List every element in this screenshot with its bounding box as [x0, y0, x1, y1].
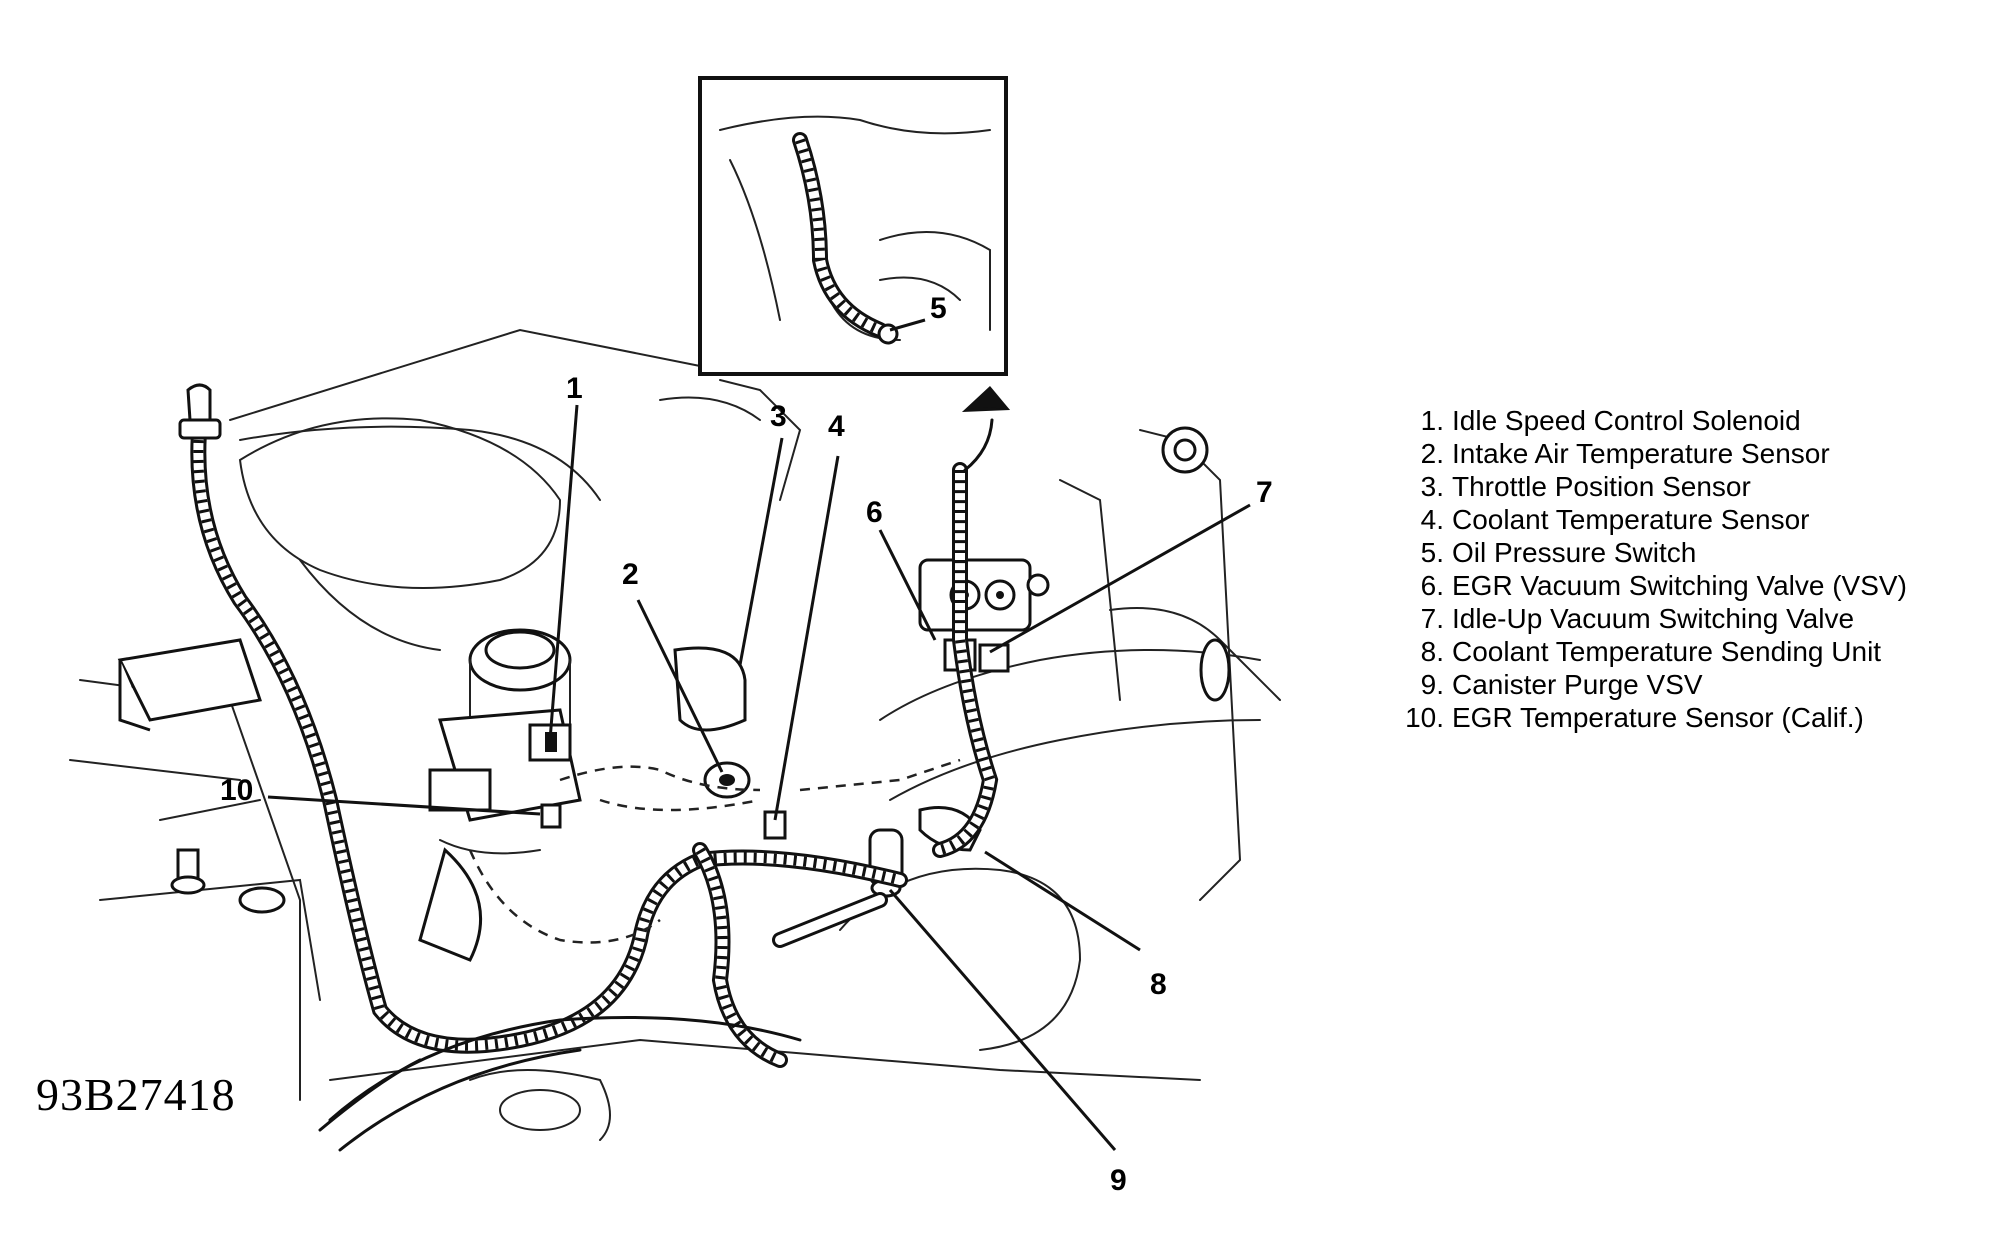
legend-label: Throttle Position Sensor: [1452, 471, 1751, 502]
legend-label: Coolant Temperature Sending Unit: [1452, 636, 1882, 667]
throttle-position-sensor: [673, 646, 747, 732]
callout-6: 6: [866, 496, 883, 529]
legend-number: 4.: [1420, 504, 1444, 535]
hose-fitting-left: [178, 383, 222, 440]
legend-number: 9.: [1420, 669, 1444, 700]
callout-8: 8: [1150, 968, 1167, 1001]
legend-number: 5.: [1420, 537, 1444, 568]
legend-number: 7.: [1420, 603, 1444, 634]
upper-radiator-hose: [879, 426, 1261, 801]
intake-air-temperature-sensor: [703, 761, 751, 799]
wiring-harness: [190, 412, 999, 1152]
legend-label: Canister Purge VSV: [1452, 669, 1703, 700]
legend-number: 2.: [1420, 438, 1444, 469]
vacuum-hoses: [468, 758, 961, 944]
leader-lines: [267, 318, 1251, 1151]
legend-item: 3. Throttle Position Sensor: [1396, 470, 1907, 503]
legend-item: 5. Oil Pressure Switch: [1396, 536, 1907, 569]
legend-item: 9. Canister Purge VSV: [1396, 668, 1907, 701]
bolt-left: [170, 848, 286, 914]
callout-7: 7: [1256, 476, 1273, 509]
callout-3: 3: [770, 400, 787, 433]
legend-item: 8. Coolant Temperature Sending Unit: [1396, 635, 1907, 668]
parts-legend: 1. Idle Speed Control Solenoid 2. Intake A…: [1396, 404, 1907, 734]
legend-number: 3.: [1420, 471, 1444, 502]
callout-2: 2: [622, 558, 639, 591]
detail-pointer-arrow[interactable]: [962, 386, 1010, 472]
legend-item: 7. Idle-Up Vacuum Switching Valve: [1396, 602, 1907, 635]
legend-label: EGR Vacuum Switching Valve (VSV): [1452, 570, 1907, 601]
legend-number: 1.: [1420, 405, 1444, 436]
figure-code: 93B27418: [36, 1069, 236, 1120]
egr-temperature-sensor: [540, 803, 562, 829]
legend-item: 10. EGR Temperature Sensor (Calif.): [1396, 701, 1907, 734]
legend-label: Oil Pressure Switch: [1452, 537, 1697, 568]
legend-label: Coolant Temperature Sensor: [1452, 504, 1810, 535]
vsv-bank: [918, 558, 1050, 673]
legend-number: 10.: [1405, 702, 1444, 733]
callout-1: 1: [566, 372, 583, 405]
callout-5: 5: [930, 292, 947, 325]
inset-detail-box: [698, 76, 1008, 376]
legend-label: EGR Temperature Sensor (Calif.): [1452, 702, 1864, 733]
legend-label: Idle-Up Vacuum Switching Valve: [1452, 603, 1855, 634]
legend-label: Idle Speed Control Solenoid: [1452, 405, 1801, 436]
legend-item: 4. Coolant Temperature Sensor: [1396, 503, 1907, 536]
callout-numbers: 1 2 3 4 5 6 7 8 9 10: [220, 292, 1273, 1197]
legend-item: 2. Intake Air Temperature Sensor: [1396, 437, 1907, 470]
relay-box-left: [117, 638, 262, 732]
callout-10: 10: [220, 774, 253, 807]
callout-4: 4: [828, 410, 845, 443]
legend-item: 1. Idle Speed Control Solenoid: [1396, 404, 1907, 437]
legend-number: 6.: [1420, 570, 1444, 601]
legend-label: Intake Air Temperature Sensor: [1452, 438, 1830, 469]
callout-9: 9: [1110, 1164, 1127, 1197]
intake-air-duct: [238, 417, 572, 746]
legend-number: 8.: [1420, 636, 1444, 667]
legend-item: 6. EGR Vacuum Switching Valve (VSV): [1396, 569, 1907, 602]
